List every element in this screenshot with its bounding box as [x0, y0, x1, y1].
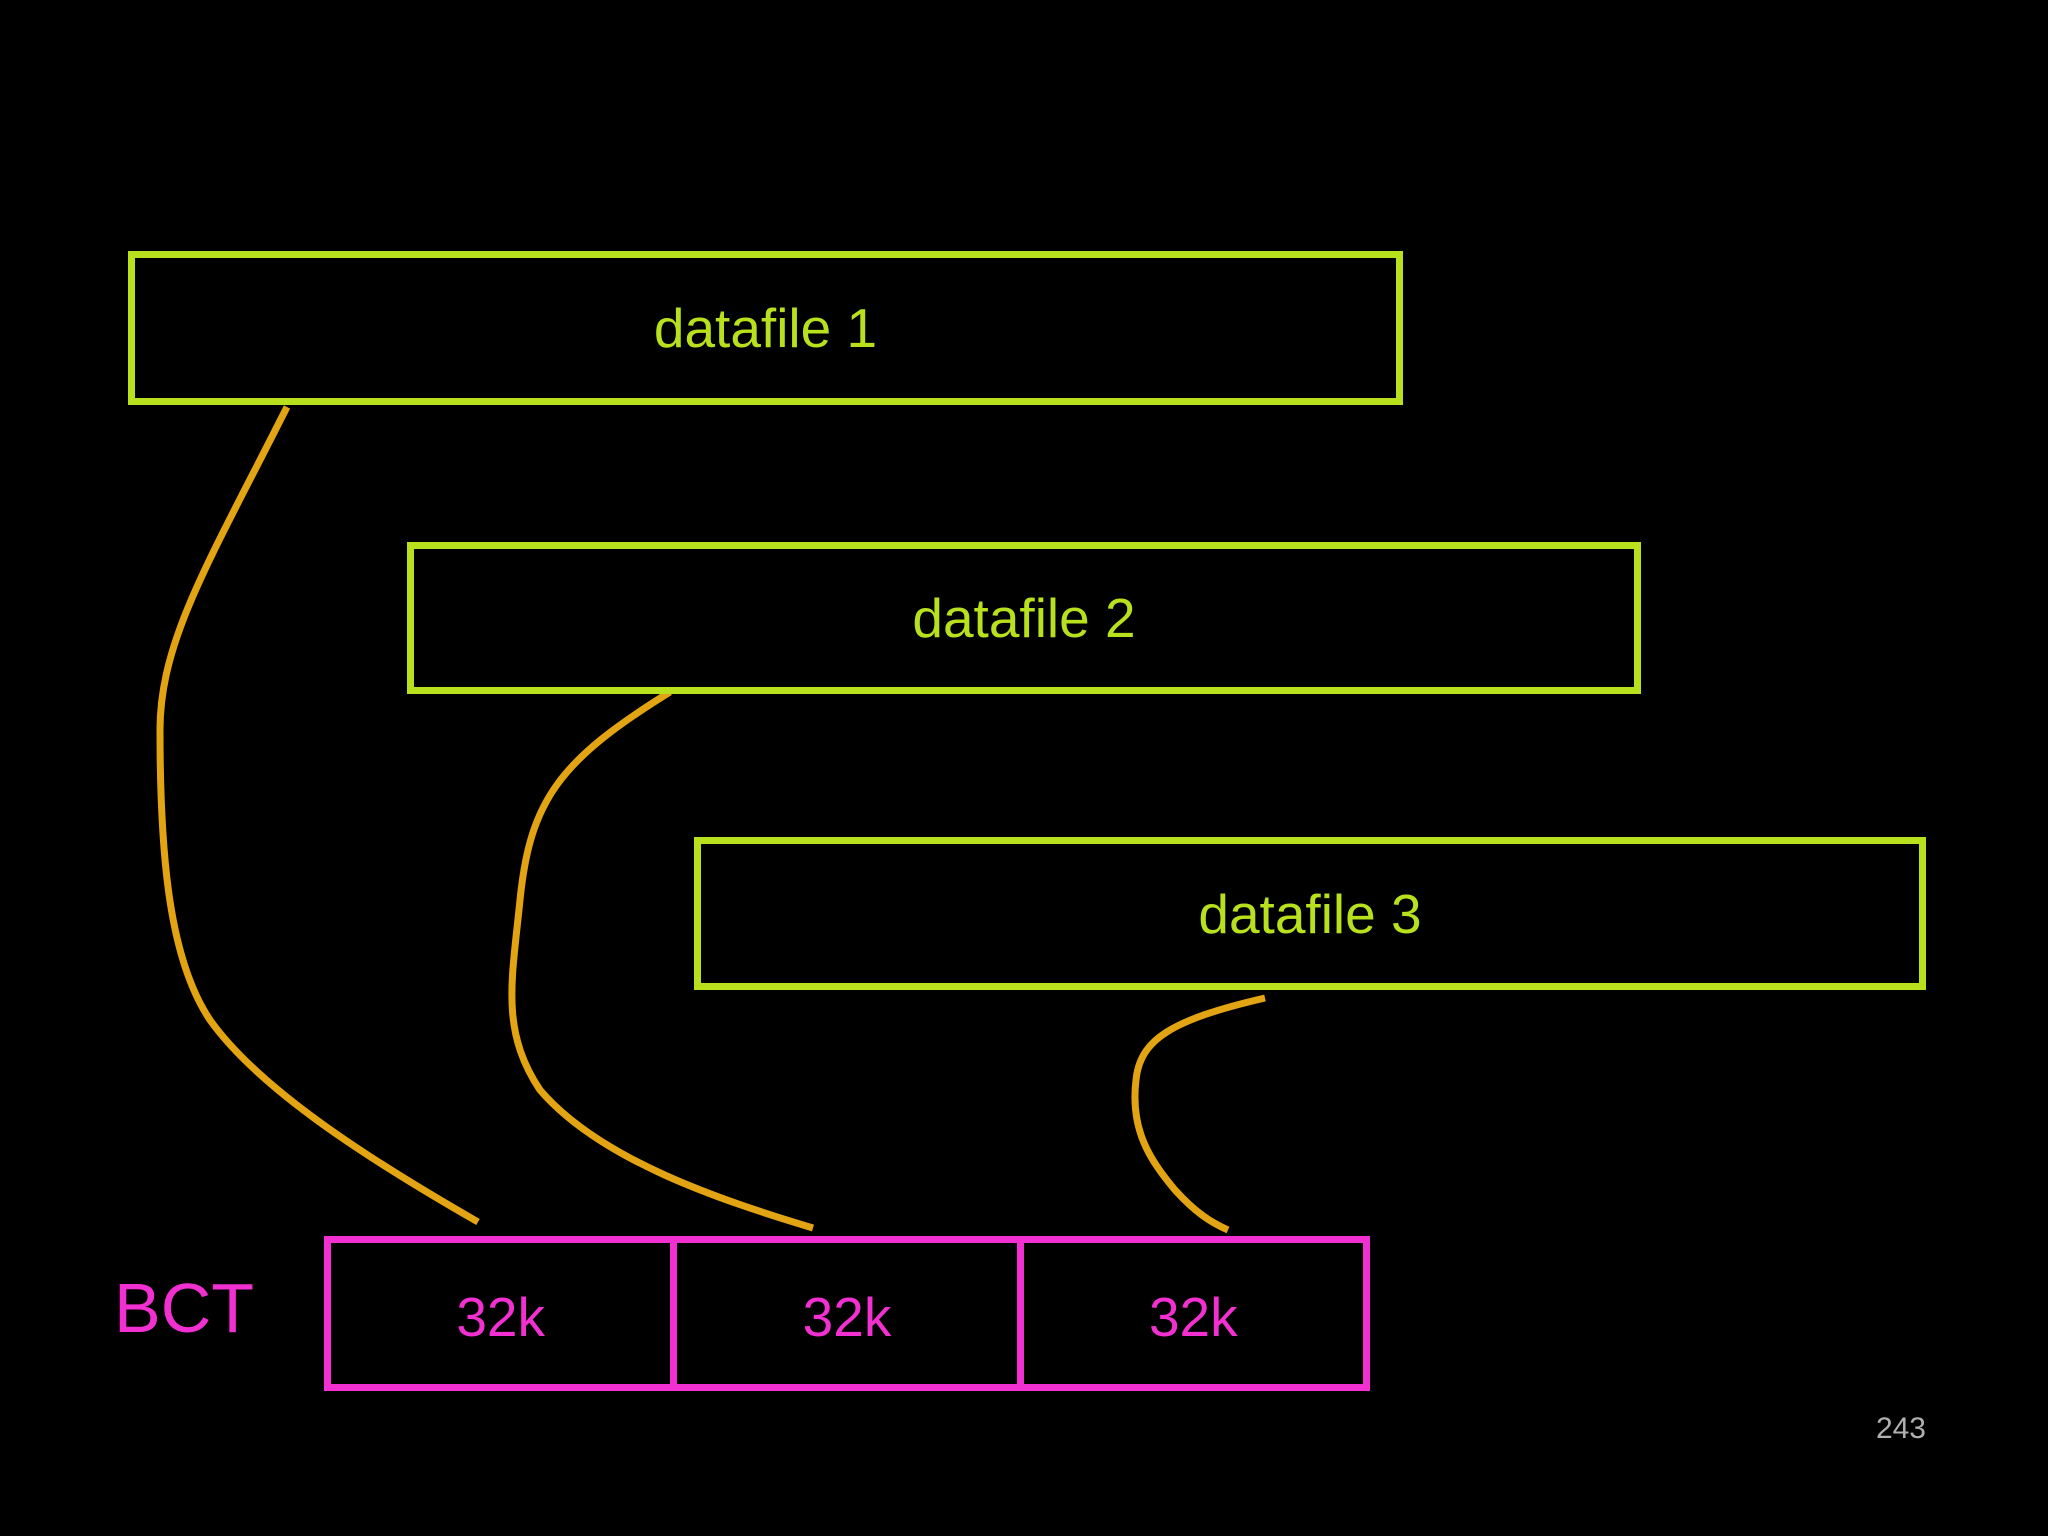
bct-cell-3-label: 32k	[1148, 1285, 1238, 1348]
bct-cell-1: 32k	[331, 1243, 670, 1384]
datafile-3-label: datafile 3	[1198, 882, 1422, 945]
bct-label: BCT	[114, 1269, 254, 1347]
datafile-1-label: datafile 1	[653, 297, 878, 359]
bct-cell-1-label: 32k	[456, 1285, 545, 1348]
bct-cell-2: 32k	[670, 1243, 1016, 1384]
bct-cell-3: 32k	[1016, 1243, 1363, 1384]
page-number: 243	[1875, 1412, 1926, 1445]
bct-box: 32k 32k 32k	[324, 1236, 1370, 1391]
bct-cell-2-label: 32k	[802, 1285, 892, 1348]
datafile-2-box: datafile 2	[407, 542, 1641, 694]
connector-datafile-1-to-bct-cell-1	[156, 405, 480, 1226]
datafile-3-box: datafile 3	[694, 837, 1926, 990]
datafile-1-box: datafile 1	[128, 251, 1403, 405]
connector-datafile-2-to-bct-cell-2	[508, 689, 815, 1232]
connector-datafile-3-to-bct-cell-3	[1131, 994, 1266, 1234]
datafile-2-label: datafile 2	[912, 587, 1136, 649]
